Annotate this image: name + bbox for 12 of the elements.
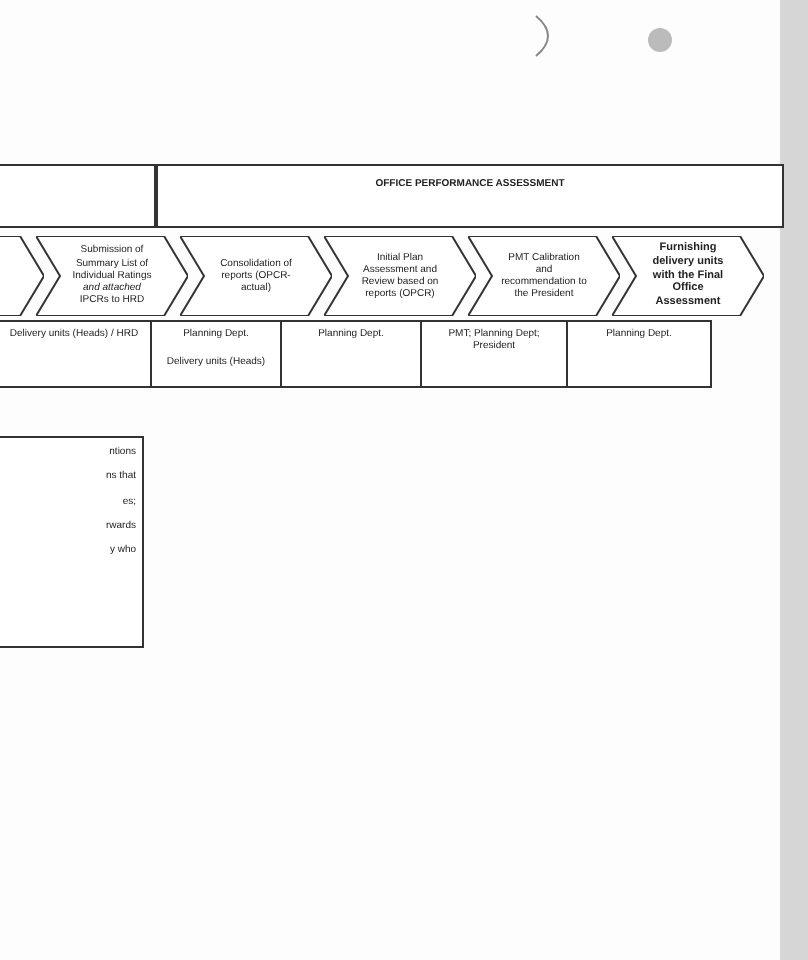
header-box bbox=[156, 164, 784, 228]
responsibility-box bbox=[280, 320, 422, 388]
responsibility-box bbox=[566, 320, 712, 388]
responsibility-box bbox=[150, 320, 282, 388]
note-box bbox=[0, 436, 144, 648]
process-step bbox=[180, 236, 332, 316]
process-step bbox=[468, 236, 620, 316]
header-box bbox=[0, 164, 156, 228]
responsibility-box bbox=[420, 320, 568, 388]
process-step bbox=[612, 236, 764, 316]
process-step bbox=[324, 236, 476, 316]
responsibility-box bbox=[0, 320, 152, 388]
